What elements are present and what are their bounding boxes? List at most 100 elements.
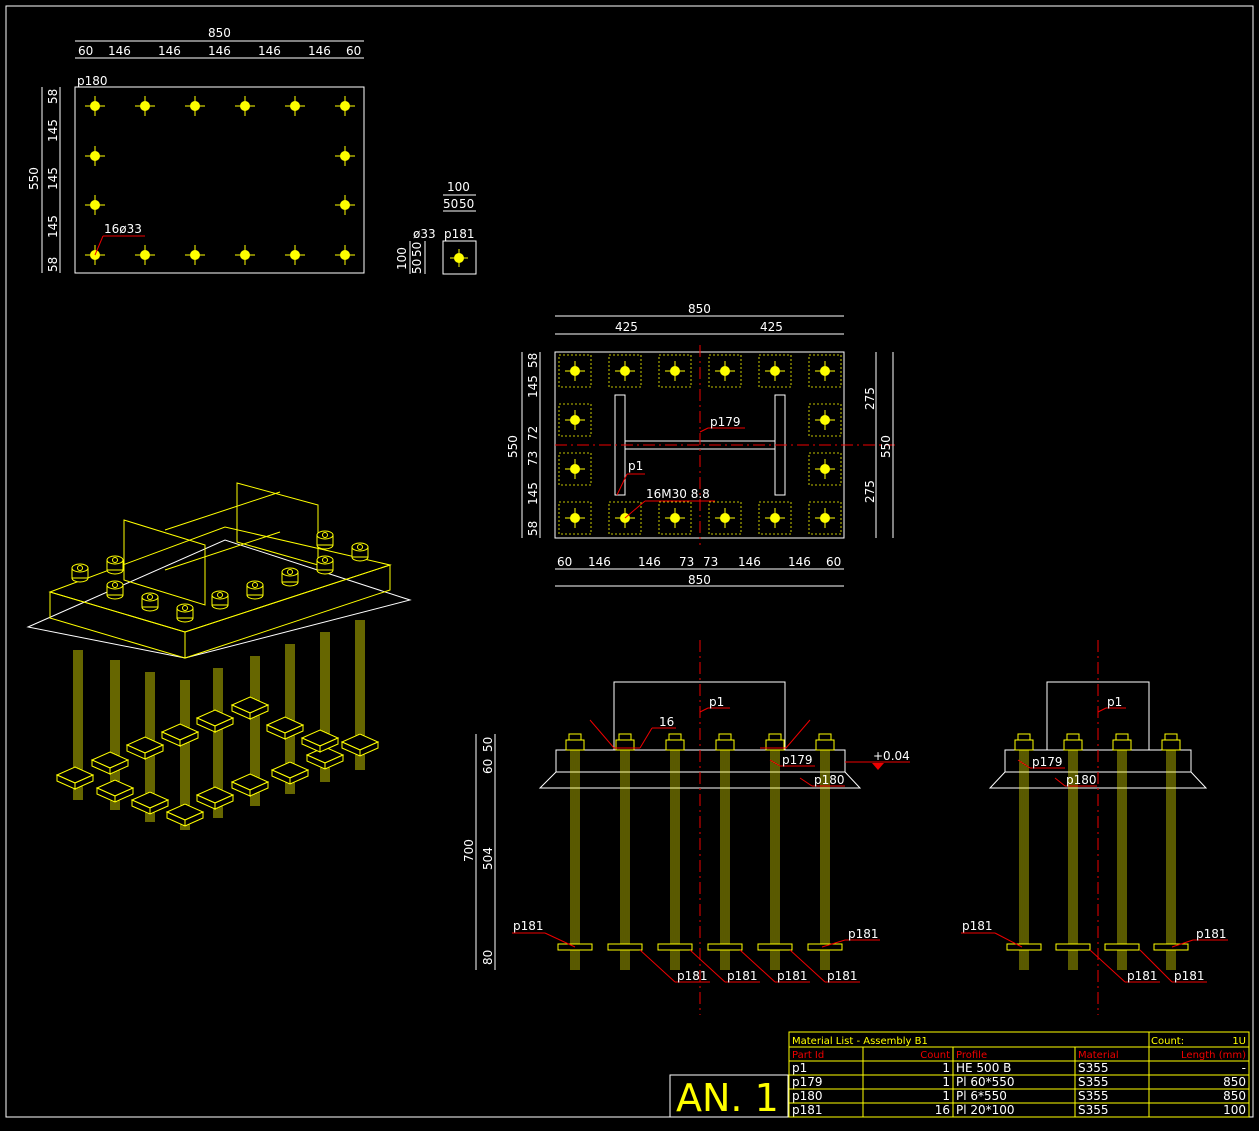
bolt-hole [815, 410, 835, 430]
bolt-hole [815, 508, 835, 528]
base-top-total: 850 [688, 302, 711, 316]
plan-vertical-dim: 145 [46, 215, 60, 238]
bolt-hole [565, 459, 585, 479]
front-p181-left-label: p181 [513, 919, 544, 933]
anchor-bolt [808, 501, 842, 535]
side-p179-label: p179 [1032, 755, 1063, 769]
plan-spacing-dim: 146 [158, 44, 181, 58]
plate-id-label: p180 [77, 74, 108, 88]
cell-material: S355 [1078, 1089, 1109, 1103]
col-header-length: Length (mm) [1181, 1050, 1246, 1061]
table-count-value: 1U [1232, 1036, 1246, 1047]
washer-id-label: p181 [444, 227, 475, 241]
p181-label: p181 [1174, 969, 1205, 983]
cell-material: S355 [1078, 1075, 1109, 1089]
cell-length: 850 [1223, 1089, 1246, 1103]
base-bottom-dim: 60 [826, 555, 841, 569]
washer-detail: 100 50 50 p181 ø33 100 50 50 [395, 180, 477, 275]
plate-hole [335, 96, 355, 116]
anchor-bolt [758, 501, 792, 535]
bolt-hole [715, 361, 735, 381]
anchor-rod [557, 733, 593, 970]
plan-spacing-dim: 146 [108, 44, 131, 58]
front-total-dim: 700 [462, 839, 476, 862]
cell-count: 16 [935, 1103, 950, 1117]
base-left-dim: 145 [526, 375, 540, 398]
side-p1-label: p1 [1107, 695, 1122, 709]
cell-length: - [1242, 1061, 1246, 1075]
side-p181-right-label: p181 [1196, 927, 1227, 941]
base-left-total: 550 [506, 435, 520, 458]
bolt-hole [565, 508, 585, 528]
base-bottom-dim: 60 [557, 555, 572, 569]
plate-holes [85, 96, 355, 265]
washer-height-dim: 100 [395, 247, 409, 270]
anchor-rod [1153, 733, 1189, 970]
anchor-rod [707, 733, 743, 970]
plan-width-dim: 850 [208, 26, 231, 40]
side-p181-left-label: p181 [962, 919, 993, 933]
cell-profile: Pl 6*550 [956, 1089, 1007, 1103]
base-left-dim: 58 [526, 521, 540, 536]
anchor-bolts [558, 354, 842, 535]
base-bottom-dim: 73 [703, 555, 718, 569]
iso-nut [141, 592, 159, 612]
col-header-material: Material [1078, 1050, 1119, 1061]
base-left-dim: 58 [526, 353, 540, 368]
bolt-hole [565, 361, 585, 381]
washer-half-dim-2: 50 [459, 197, 474, 211]
cell-count: 1 [942, 1075, 950, 1089]
plate-hole [285, 245, 305, 265]
anchor-bolt [708, 354, 742, 388]
table-title: Material List - Assembly B1 [792, 1036, 928, 1047]
base-bottom-dim: 73 [679, 555, 694, 569]
sheet-id-box [669, 1074, 789, 1118]
plan-spacing-dim: 60 [346, 44, 361, 58]
base-right-total: 550 [879, 435, 893, 458]
sheet-border [5, 5, 1254, 1118]
bolt-hole [765, 361, 785, 381]
anchor-bolt [558, 354, 592, 388]
base-bottom-dim: 146 [638, 555, 661, 569]
base-right-dim-1: 275 [863, 387, 877, 410]
plate-hole [335, 195, 355, 215]
base-bottom-dim: 146 [738, 555, 761, 569]
sheet-id: AN. 1 [676, 1076, 779, 1120]
cell-profile: Pl 60*550 [956, 1075, 1015, 1089]
cell-part-id: p180 [792, 1089, 823, 1103]
base-bottom-dim: 146 [588, 555, 611, 569]
iso-nut [281, 567, 299, 587]
iso-nut [106, 580, 124, 600]
isometric-view [26, 482, 412, 830]
plate-hole [235, 245, 255, 265]
plan-spacing-dim: 146 [208, 44, 231, 58]
bolt-spec-label: 16M30 8.8 [646, 487, 710, 501]
plan-vertical-dim: 58 [46, 89, 60, 104]
bolt-hole [665, 361, 685, 381]
side-p180-label: p180 [1066, 773, 1097, 787]
iso-nut [246, 580, 264, 600]
profile-id-label: p1 [628, 459, 643, 473]
level-label: +0.04 [873, 749, 910, 763]
anchor-bolt [808, 403, 842, 437]
anchor-bolt [558, 403, 592, 437]
front-dim-60: 60 [481, 759, 495, 774]
front-anchor-rods [557, 733, 843, 970]
base-right-dim-2: 275 [863, 480, 877, 503]
anchor-bolt [808, 354, 842, 388]
plate-hole [135, 245, 155, 265]
p181-label: p181 [677, 969, 708, 983]
anchor-bolt [558, 452, 592, 486]
base-left-dim: 73 [526, 451, 540, 466]
col-header-profile: Profile [956, 1050, 987, 1061]
bolt-hole [565, 410, 585, 430]
cell-profile: HE 500 B [956, 1061, 1011, 1075]
